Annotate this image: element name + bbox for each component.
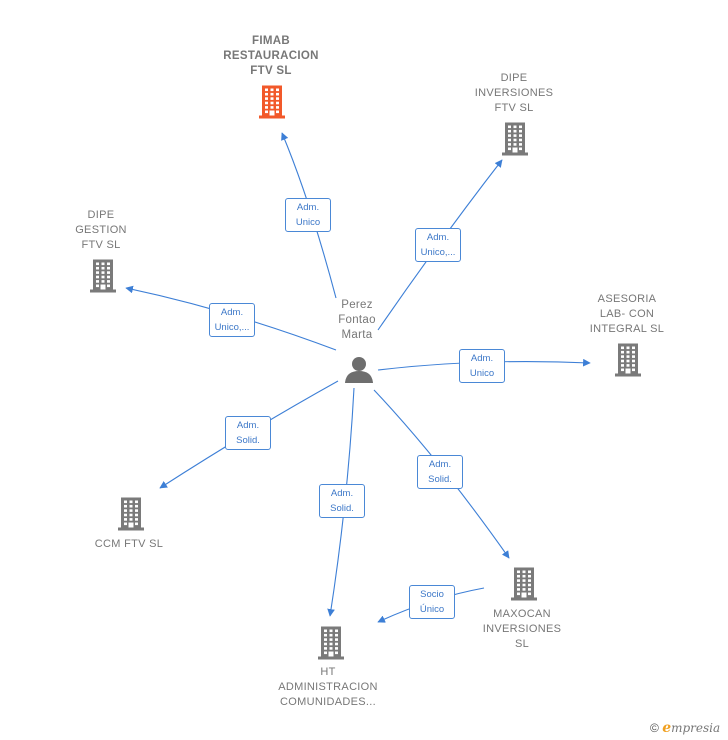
node-label-ht[interactable]: HT ADMINISTRACION COMUNIDADES... [278, 666, 378, 708]
edge-label-perez-maxocan[interactable]: Adm. Solid. [417, 455, 463, 489]
brand-logo[interactable]: empresia [662, 720, 721, 736]
edge-label-maxocan-ht[interactable]: Socio Único [409, 585, 455, 619]
edge-label-perez-dipe_inv[interactable]: Adm. Unico,... [415, 228, 461, 262]
building-icon-dipe_inv[interactable] [502, 122, 528, 156]
brand-initial: e [662, 720, 672, 736]
node-label-dipe_inv[interactable]: DIPE INVERSIONES FTV SL [474, 72, 554, 114]
icons-layer [90, 85, 641, 660]
node-label-maxocan[interactable]: MAXOCAN INVERSIONES SL [482, 608, 562, 650]
person-icon[interactable] [345, 357, 373, 383]
edge-label-perez-ccm[interactable]: Adm. Solid. [225, 416, 271, 450]
node-label-ccm[interactable]: CCM FTV SL [94, 538, 164, 550]
edge-label-perez-asesoria[interactable]: Adm. Unico [459, 349, 505, 383]
person-label[interactable]: Perez Fontao Marta [338, 299, 376, 341]
building-icon-asesoria[interactable] [615, 343, 641, 377]
node-label-dipe_gest[interactable]: DIPE GESTION FTV SL [75, 209, 127, 251]
building-icon-fimab[interactable] [259, 85, 285, 119]
brand-name: mpresia [671, 721, 721, 735]
edge-label-perez-fimab[interactable]: Adm. Unico [285, 198, 331, 232]
footer: © empresia [650, 720, 720, 736]
building-icon-ht[interactable] [318, 626, 344, 660]
building-icon-maxocan[interactable] [511, 567, 537, 601]
building-icon-dipe_gest[interactable] [90, 259, 116, 293]
copyright-symbol: © [650, 721, 659, 735]
node-label-asesoria[interactable]: ASESORIA LAB- CON INTEGRAL SL [589, 293, 665, 335]
edge-label-perez-dipe_gest[interactable]: Adm. Unico,... [209, 303, 255, 337]
edge-label-perez-ht[interactable]: Adm. Solid. [319, 484, 365, 518]
node-label-fimab[interactable]: FIMAB RESTAURACION FTV SL [223, 35, 319, 77]
building-icon-ccm[interactable] [118, 497, 144, 531]
